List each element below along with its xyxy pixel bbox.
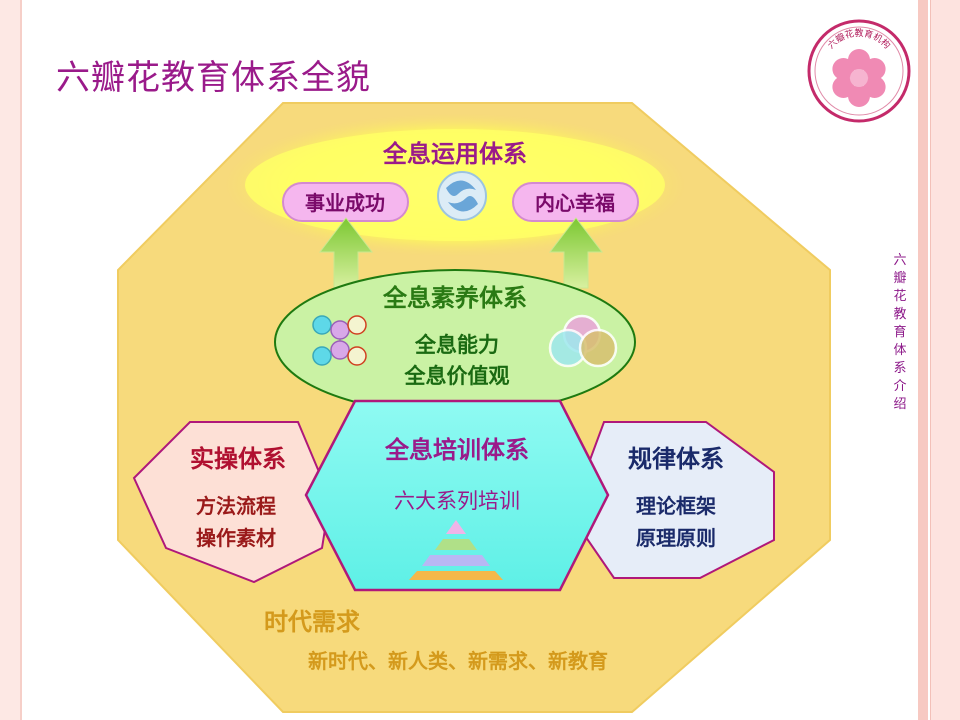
molecule-icon [312, 315, 367, 366]
training-title: 全息培训体系 [384, 435, 529, 464]
inner-happiness-label: 内心幸福 [535, 191, 615, 215]
left-decorative-stripe [0, 0, 22, 720]
right-decorative-stripe-outer [930, 0, 960, 720]
logo: 六瓣花教育机构 [807, 19, 911, 123]
practice-title: 实操体系 [190, 444, 286, 473]
swirl-icon [437, 171, 487, 221]
six-petal-flower-icon [832, 49, 886, 107]
training-subtitle: 六大系列培训 [394, 489, 520, 513]
page-title: 六瓣花教育体系全貌 [56, 58, 371, 98]
law-line1: 理论框架 [636, 494, 716, 518]
pyramid-icon [409, 520, 503, 580]
law-title: 规律体系 [628, 444, 724, 473]
side-vertical-label: 六瓣花教育体系介绍 [893, 253, 907, 412]
practice-hexagon [132, 421, 332, 584]
literacy-title: 全息素养体系 [382, 283, 527, 312]
era-subtitle: 新时代、新人类、新需求、新教育 [308, 649, 608, 673]
literacy-line1: 全息能力 [414, 332, 499, 357]
era-title: 时代需求 [264, 607, 360, 636]
practice-line2: 操作素材 [196, 526, 276, 550]
career-success-label: 事业成功 [305, 191, 385, 215]
law-line2: 原理原则 [636, 526, 716, 550]
venn-icon [548, 314, 618, 368]
literacy-line2: 全息价值观 [404, 363, 510, 388]
training-hexagon [304, 399, 610, 592]
application-title: 全息运用体系 [382, 139, 527, 168]
practice-line1: 方法流程 [196, 494, 276, 518]
right-decorative-stripe-inner [918, 0, 928, 720]
